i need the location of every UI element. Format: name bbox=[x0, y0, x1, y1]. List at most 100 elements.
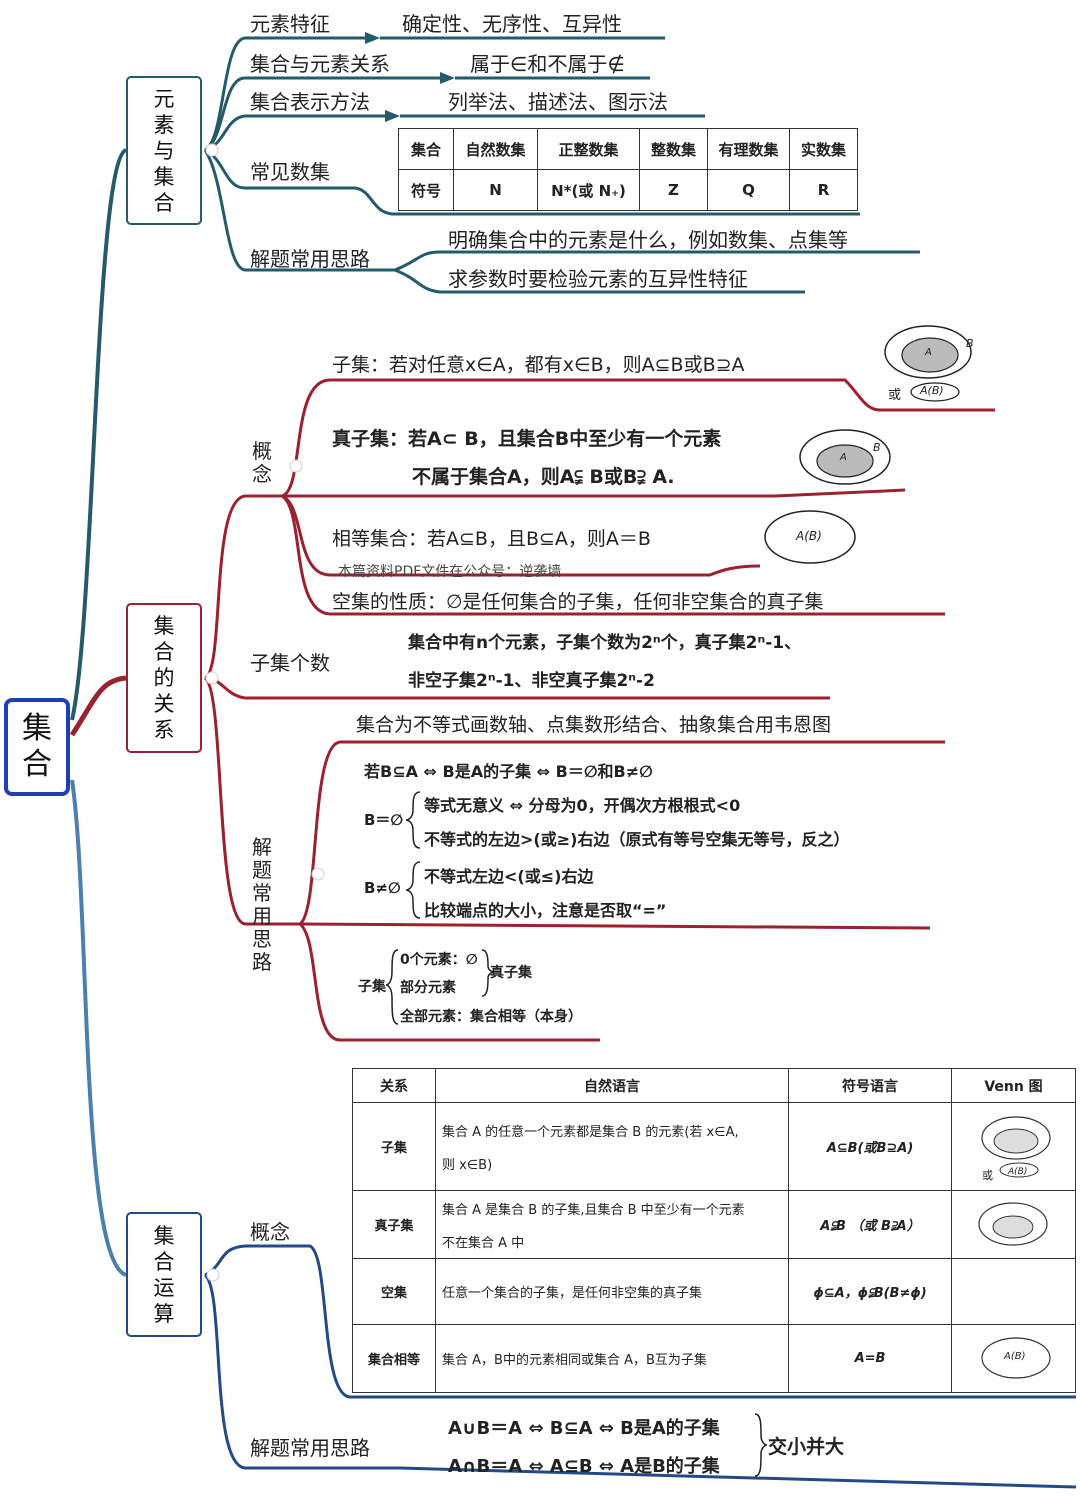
venn-proper-subset-diagram bbox=[799, 429, 891, 485]
label-b-empty: B＝∅ bbox=[364, 811, 404, 829]
table-cell: 正整数集 bbox=[537, 128, 640, 170]
table-cell: 有理数集 bbox=[707, 128, 790, 170]
table-cell: 真子集 bbox=[352, 1190, 436, 1259]
subset-definition: 子集：若对任意x∈A，都有x∈B，则A⊆B或B⊇A bbox=[332, 354, 745, 376]
node-set-element-relation: 集合与元素关系 bbox=[250, 52, 390, 76]
table-cell: A⊆B(或B⊇A) bbox=[788, 1102, 952, 1191]
table-header: Venn 图 bbox=[951, 1068, 1076, 1103]
tip-line-1: 明确集合中的元素是什么，例如数集、点集等 bbox=[448, 228, 848, 252]
venn-label-or: 或 bbox=[888, 388, 902, 403]
table-cell: 集合 A 的任意一个元素都是集合 B 的元素(若 x∈A, 则 x∈B) bbox=[435, 1102, 789, 1191]
table-cell: 任意一个集合的子集，是任何非空集的真子集 bbox=[435, 1258, 789, 1325]
root-node[interactable]: 集合 bbox=[4, 698, 70, 796]
table-row: 集合 自然数集 正整数集 整数集 有理数集 实数集 bbox=[398, 128, 858, 170]
table-row: 符号 N N*(或 N₊) Z Q R bbox=[398, 169, 858, 211]
b-empty-case-1: 等式无意义 ⇔ 分母为0，开偶次方根根式<0 bbox=[424, 796, 741, 815]
node-operations-concept: 概念 bbox=[250, 1220, 290, 1244]
venn-label-ab: A(B) bbox=[920, 384, 944, 397]
node-operations-tips: 解题常用思路 bbox=[250, 1436, 370, 1460]
table-cell: A=B bbox=[788, 1324, 952, 1393]
table-cell: N bbox=[453, 169, 538, 211]
relations-table: 关系 自然语言 符号语言 Venn 图 子集 集合 A 的任意一个元素都是集合 … bbox=[352, 1068, 1076, 1393]
table-cell: R bbox=[789, 169, 858, 211]
node-common-number-sets: 常见数集 bbox=[250, 160, 330, 184]
branch-element-and-set[interactable]: 元素与集合 bbox=[126, 76, 202, 225]
venn-proper-label-b: B bbox=[873, 441, 881, 454]
venn-label-b: B bbox=[966, 337, 974, 350]
label-proper-subset: 真子集 bbox=[490, 965, 532, 981]
venn-ab-label: A(B) bbox=[1008, 1167, 1028, 1177]
table-cell: Z bbox=[639, 169, 708, 211]
table-row: 集合相等 集合 A，B中的元素相同或集合 A，B互为子集 A=B A(B) bbox=[352, 1324, 1076, 1393]
table-row: 子集 集合 A 的任意一个元素都是集合 B 的元素(若 x∈A, 则 x∈B) A… bbox=[352, 1102, 1076, 1191]
table-cell: 符号 bbox=[398, 169, 454, 211]
venn-ab-label: A(B) bbox=[1004, 1351, 1026, 1362]
table-cell: 集合 A，B中的元素相同或集合 A，B互为子集 bbox=[435, 1324, 789, 1393]
venn-label-a: A bbox=[925, 347, 932, 358]
node-problem-solving-tips-2: 解题常用思路 bbox=[252, 835, 272, 974]
tip-line-2: 求参数时要检验元素的互异性特征 bbox=[448, 267, 748, 291]
subset-all-elements: 全部元素：集合相等（本身） bbox=[400, 1009, 582, 1025]
node-element-feature: 元素特征 bbox=[250, 12, 330, 36]
source-note: 本篇资料PDF文件在公众号：逆袭墙 bbox=[338, 564, 562, 580]
table-cell: 集合 bbox=[398, 128, 454, 170]
table-cell: A(B) bbox=[951, 1324, 1076, 1393]
node-element-feature-value: 确定性、无序性、互异性 bbox=[402, 12, 622, 36]
table-cell: N*(或 N₊) bbox=[537, 169, 640, 211]
number-sets-table: 集合 自然数集 正整数集 整数集 有理数集 实数集 符号 N N*(或 N₊) … bbox=[398, 128, 858, 211]
proper-subset-definition-2: 不属于集合A，则A⫋ B或B⫌ A. bbox=[412, 466, 675, 488]
branch-set-operations[interactable]: 集合运算 bbox=[126, 1212, 202, 1337]
venn-equal-label: A(B) bbox=[796, 529, 822, 543]
proper-subset-definition-1: 真子集：若A⊂ B，且集合B中至少有一个元素 bbox=[332, 428, 722, 450]
node-representation-value: 列举法、描述法、图示法 bbox=[448, 90, 668, 114]
b-nonempty-case-1: 不等式左边<(或≤)右边 bbox=[424, 867, 594, 886]
table-cell: 集合 A 是集合 B 的子集,且集合 B 中至少有一个元素不在集合 A 中 bbox=[435, 1190, 789, 1259]
venn-proper-label-a: A bbox=[840, 452, 847, 463]
table-header: 符号语言 bbox=[788, 1068, 952, 1103]
cell-text: 集合 A 是集合 B 的子集,且集合 B 中至少有一个元素 bbox=[442, 1202, 745, 1218]
label-b-nonempty: B≠∅ bbox=[364, 879, 401, 897]
node-problem-solving-tips-1: 解题常用思路 bbox=[250, 247, 370, 271]
b-empty-case-2: 不等式的左边>(或≥)右边（原式有等号空集无等号，反之） bbox=[424, 830, 850, 849]
table-row: 空集 任意一个集合的子集，是任何非空集的真子集 ϕ⊆A，ϕ⫋B(B≠ϕ) bbox=[352, 1258, 1076, 1325]
b-nonempty-case-2: 比较端点的大小，注意是否取“=” bbox=[424, 901, 667, 920]
table-cell: Q bbox=[707, 169, 790, 211]
node-representation: 集合表示方法 bbox=[250, 90, 370, 114]
table-cell: ϕ⊆A，ϕ⫋B(B≠ϕ) bbox=[788, 1258, 952, 1325]
node-concept: 概念 bbox=[252, 439, 272, 486]
subset-partial-elements: 部分元素 bbox=[400, 980, 456, 996]
cell-text: 不在集合 A 中 bbox=[442, 1235, 525, 1251]
table-cell: 子集 bbox=[352, 1102, 436, 1191]
cell-text: 则 x∈B) bbox=[442, 1157, 493, 1173]
table-cell: 或 A(B) bbox=[951, 1102, 1076, 1191]
table-row: 真子集 集合 A 是集合 B 的子集,且集合 B 中至少有一个元素不在集合 A … bbox=[352, 1190, 1076, 1259]
label-subset: 子集 bbox=[358, 979, 386, 995]
intersection-rule: A∩B＝A ⇔ A⊆B ⇔ A是B的子集 bbox=[448, 1456, 720, 1477]
subset-zero-elements: 0个元素：∅ bbox=[400, 952, 478, 968]
table-cell bbox=[951, 1258, 1076, 1325]
table-header: 自然语言 bbox=[435, 1068, 789, 1103]
subset-count-line-2: 非空子集2ⁿ-1、非空真子集2ⁿ-2 bbox=[408, 671, 655, 691]
empty-set-property: 空集的性质：∅是任何集合的子集，任何非空集合的真子集 bbox=[332, 591, 824, 613]
union-rule: A∪B＝A ⇔ B⊆A ⇔ B是A的子集 bbox=[448, 1418, 720, 1439]
branch-set-relations[interactable]: 集合的关系 bbox=[126, 603, 202, 753]
table-cell: 自然数集 bbox=[453, 128, 538, 170]
table-cell: 实数集 bbox=[789, 128, 858, 170]
cell-text: 集合 A 的任意一个元素都是集合 B 的元素(若 x∈A, bbox=[442, 1124, 739, 1140]
table-header: 关系 bbox=[352, 1068, 436, 1103]
table-cell: 空集 bbox=[352, 1258, 436, 1325]
table-cell: A⫋B （或 B⫌A） bbox=[788, 1190, 952, 1259]
tip-b-subset-a: 若B⊆A ⇔ B是A的子集 ⇔ B＝∅和B≠∅ bbox=[364, 762, 653, 781]
venn-or-label: 或 bbox=[982, 1169, 993, 1182]
tip-top: 集合为不等式画数轴、点集数形结合、抽象集合用韦恩图 bbox=[356, 714, 832, 736]
table-cell bbox=[951, 1190, 1076, 1259]
table-cell: 集合相等 bbox=[352, 1324, 436, 1393]
subset-count-line-1: 集合中有n个元素，子集个数为2ⁿ个，真子集2ⁿ-1、 bbox=[408, 633, 802, 653]
mnemonic-label: 交小并大 bbox=[768, 1436, 845, 1458]
table-header-row: 关系 自然语言 符号语言 Venn 图 bbox=[352, 1068, 1076, 1103]
node-subset-count: 子集个数 bbox=[250, 651, 330, 675]
equal-set-definition: 相等集合：若A⊆B，且B⊆A，则A＝B bbox=[332, 528, 651, 550]
table-cell: 整数集 bbox=[639, 128, 708, 170]
node-set-element-relation-value: 属于∈和不属于∉ bbox=[470, 52, 625, 76]
venn-equal-diagram bbox=[764, 510, 856, 564]
